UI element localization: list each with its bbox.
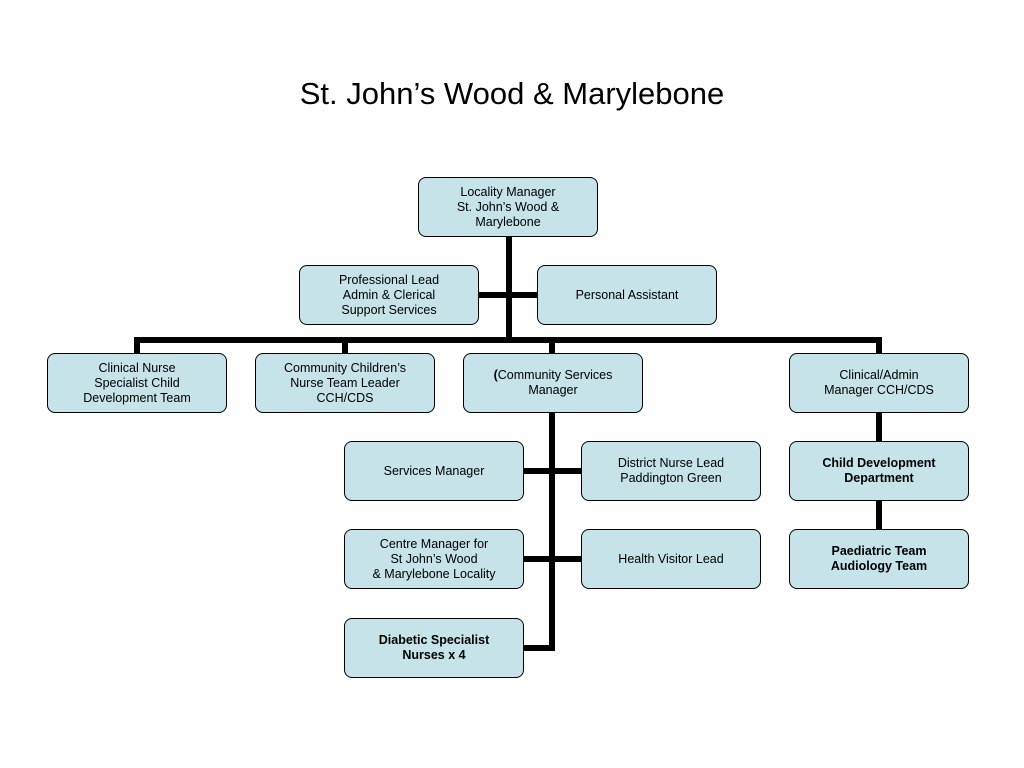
box-district-nurse-lead: District Nurse Lead Paddington Green [581, 441, 761, 501]
box-clinical-nurse-specialist: Clinical Nurse Specialist Child Developm… [47, 353, 227, 413]
box-child-development: Child Development Department [789, 441, 969, 501]
box-community-childrens-nurse: Community Children’s Nurse Team Leader C… [255, 353, 435, 413]
box-personal-assistant: Personal Assistant [537, 265, 717, 325]
box-locality-manager: Locality Manager St. John’s Wood & Maryl… [418, 177, 598, 237]
box-community-services-manager: (Community Services Manager [463, 353, 643, 413]
box-diabetic-specialist: Diabetic Specialist Nurses x 4 [344, 618, 524, 678]
paren-glyph: ( [493, 368, 498, 382]
box-clinical-admin-manager: Clinical/Admin Manager CCH/CDS [789, 353, 969, 413]
box-centre-manager: Centre Manager for St John’s Wood & Mary… [344, 529, 524, 589]
box-health-visitor-lead: Health Visitor Lead [581, 529, 761, 589]
page-title: St. John’s Wood & Marylebone [299, 76, 725, 111]
box-services-manager: Services Manager [344, 441, 524, 501]
box-paediatric-team: Paediatric Team Audiology Team [789, 529, 969, 589]
box-professional-lead: Professional Lead Admin & Clerical Suppo… [299, 265, 479, 325]
